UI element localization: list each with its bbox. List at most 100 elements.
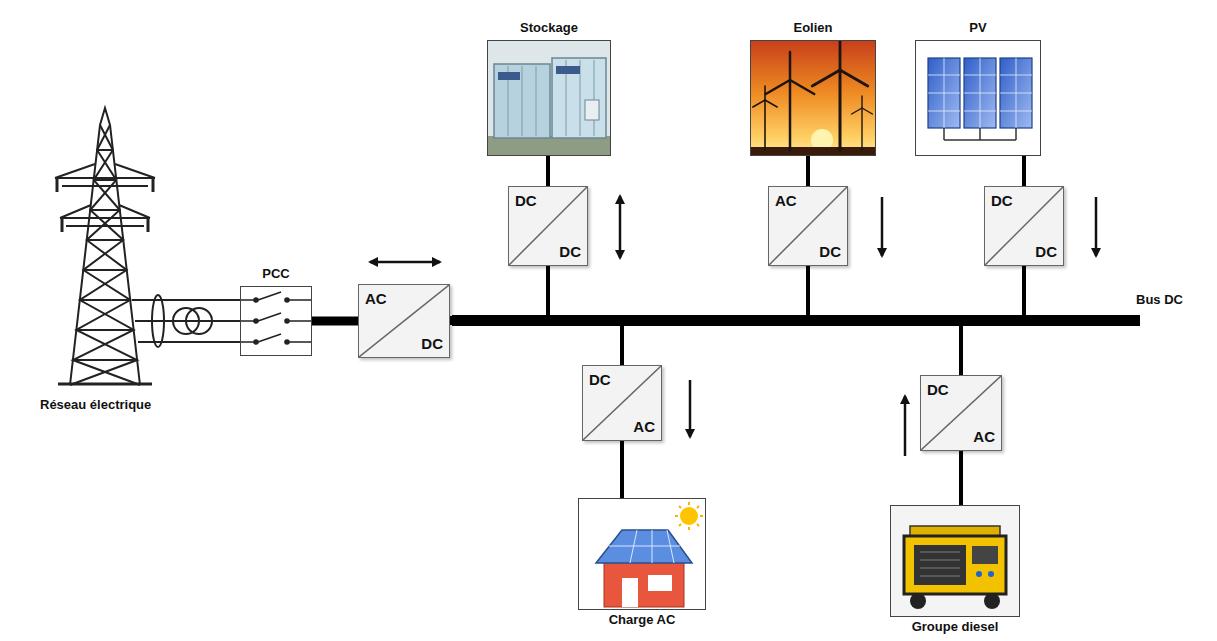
converter-diagonal-line [509,187,587,265]
grid-cables-part [186,308,212,334]
connector-line [620,441,624,498]
house-illustration-part [579,499,705,609]
house-illustration-part [596,530,692,563]
wind-box: Eolien [750,40,876,156]
node-caption: Eolien [793,21,832,36]
generator-illustration-part [910,593,926,609]
pcc-switches-part [240,292,312,300]
connector-line [806,156,810,186]
wind-illustration-part-part [753,86,777,107]
pylon-illustration [55,108,155,385]
wind-illustration [751,41,875,155]
converter-input-type: DC [927,381,949,398]
flow-arrows-part [370,261,440,264]
pylon-illustration-part [57,178,153,232]
storage-illustration-part [508,60,594,136]
flow-arrows-part [619,196,622,258]
house-illustration-part [622,578,638,607]
house-illustration-part [648,575,672,591]
node-caption: PV [969,21,986,36]
generator-illustration-part [988,571,994,577]
pcc-switches-part [240,313,312,321]
converter-input-type: DC [589,371,611,388]
pylon-illustration-part [58,383,152,386]
storage-illustration [488,41,610,155]
storage-illustration-part [585,100,599,120]
pylon-illustration-part [60,205,150,226]
house-illustration [579,499,705,609]
converter-diagonal-line [921,376,1001,450]
wind-illustration-part [751,41,875,155]
pv-illustration-part [916,41,1040,155]
wind-illustration-part-part [861,108,862,150]
wind-illustration-part-part [766,52,814,94]
generator-illustration [891,506,1019,616]
generator-illustration-part [984,593,1000,609]
converter-box: AC DC [358,284,450,358]
pv-illustration-part [944,128,1016,140]
pylon-illustration-part [73,125,140,385]
pylon-illustration-part [55,164,155,186]
generator-illustration-part [920,552,960,576]
load-box: Charge AC [578,498,706,610]
grid-label: Réseau électrique [40,398,151,413]
converter-diagonal-line [583,366,661,440]
pv-illustration-part [928,58,1032,128]
pylon-illustration-part [70,108,140,385]
converter-box: DC DC [984,186,1064,266]
node-caption: Charge AC [609,613,676,628]
bus-label: Bus DC [1136,293,1183,308]
generator-illustration-part [976,571,982,577]
storage-illustration-part [498,72,520,80]
connector-line [959,451,963,505]
storage-illustration-part [552,58,606,138]
connector-line [546,266,550,315]
converter-output-type: DC [1035,243,1057,260]
converter-input-type: DC [991,192,1013,209]
connector-line [959,326,963,375]
converter-input-type: AC [775,192,797,209]
converter-input-type: DC [515,192,537,209]
pcc-switches-part [254,319,258,323]
grid-cables-part [132,300,240,342]
flow-arrows-part [1095,197,1098,256]
connector-line [1022,266,1026,315]
pv-box: PV [915,40,1041,156]
converter-box: DC DC [508,186,588,266]
converter-diagonal-line [769,187,847,265]
flow-arrows-part [881,197,884,256]
storage-illustration-part [488,41,610,155]
pv-illustration [916,41,1040,155]
house-illustration-part [609,530,680,563]
converter-box: DCAC [920,375,1002,451]
pcc-switches-part [285,298,289,302]
converter-input-type: AC [365,290,387,307]
converter-diagonal-line [359,285,449,357]
pcc-box: PCC [240,286,312,356]
converter-output-type: DC [421,335,443,352]
wind-illustration-part-part [764,100,766,150]
converter-output-type: DC [559,243,581,260]
node-caption: Stockage [520,21,578,36]
generator-illustration-part [904,536,1006,594]
storage-box: Stockage [487,40,611,156]
storage-illustration-part [556,66,580,74]
pylon-illustration-part [73,150,137,360]
house-illustration-part [675,502,703,530]
generator-illustration-part [914,545,966,585]
converter-box: DC AC [582,365,662,441]
converter-box: ACDC [768,186,848,266]
converter-output-type: AC [633,418,655,435]
wind-illustration-part-part [812,41,867,86]
house-illustration-part [604,561,684,607]
node-caption: PCC [262,267,289,282]
house-illustration-part [680,507,698,525]
connector-line [546,156,550,186]
wind-illustration-part [753,41,873,150]
pcc-switches-part [285,319,289,323]
pcc-switches-part [254,298,258,302]
node-caption: Groupe diesel [912,620,999,635]
connector-line [1022,156,1026,186]
